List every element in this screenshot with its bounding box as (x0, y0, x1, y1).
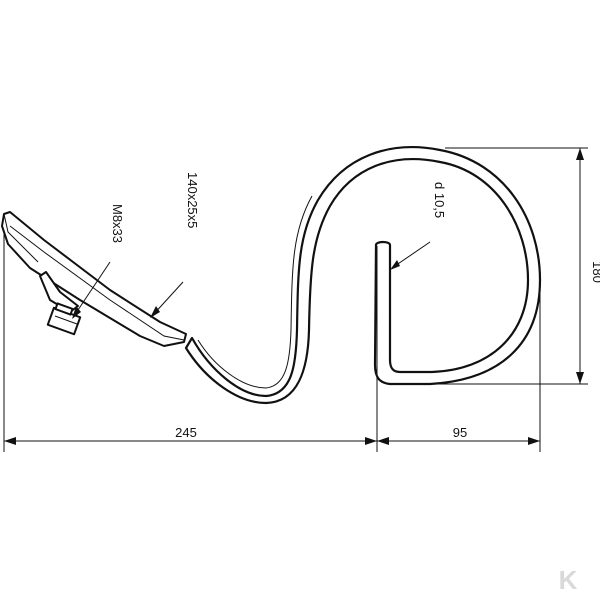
blade-back-line (3, 213, 39, 263)
arrow-180-top (576, 148, 584, 160)
dim-text-bolt: M8x33 (110, 204, 125, 243)
leader-blade-arrow (150, 306, 160, 318)
dim-text-95: 95 (453, 425, 467, 440)
tine-wire-inner (197, 195, 313, 389)
dim-text-blade: 140x25x5 (185, 172, 200, 228)
blade-bracket (39, 271, 79, 313)
leader-diameter-arrow (390, 260, 400, 270)
tine-wire-outer (184, 146, 542, 405)
leader-bolt-arrow (72, 306, 81, 319)
arrow-95-right (528, 437, 540, 445)
blade (1, 211, 187, 347)
dim-text-180: 180 (590, 261, 600, 283)
arrow-245-right (365, 437, 377, 445)
leaders (72, 241, 431, 319)
bolt-washer (54, 302, 74, 316)
blade-edge-line (9, 225, 185, 341)
dim-text-245: 245 (175, 425, 197, 440)
arrow-245-left (4, 437, 16, 445)
brand-logo: K (548, 565, 588, 595)
dimension-lines (3, 147, 588, 452)
leader-bolt (73, 261, 111, 317)
arrow-95-left (377, 437, 389, 445)
arrow-180-bottom (576, 372, 584, 384)
dim-text-diameter: d 10,5 (432, 182, 447, 218)
bolt (46, 302, 82, 336)
spring-tine (184, 146, 542, 405)
blade-plate (1, 211, 187, 347)
logo-mark: K (559, 565, 578, 595)
logo-background (548, 566, 588, 592)
bolt-thread-line (54, 315, 78, 325)
